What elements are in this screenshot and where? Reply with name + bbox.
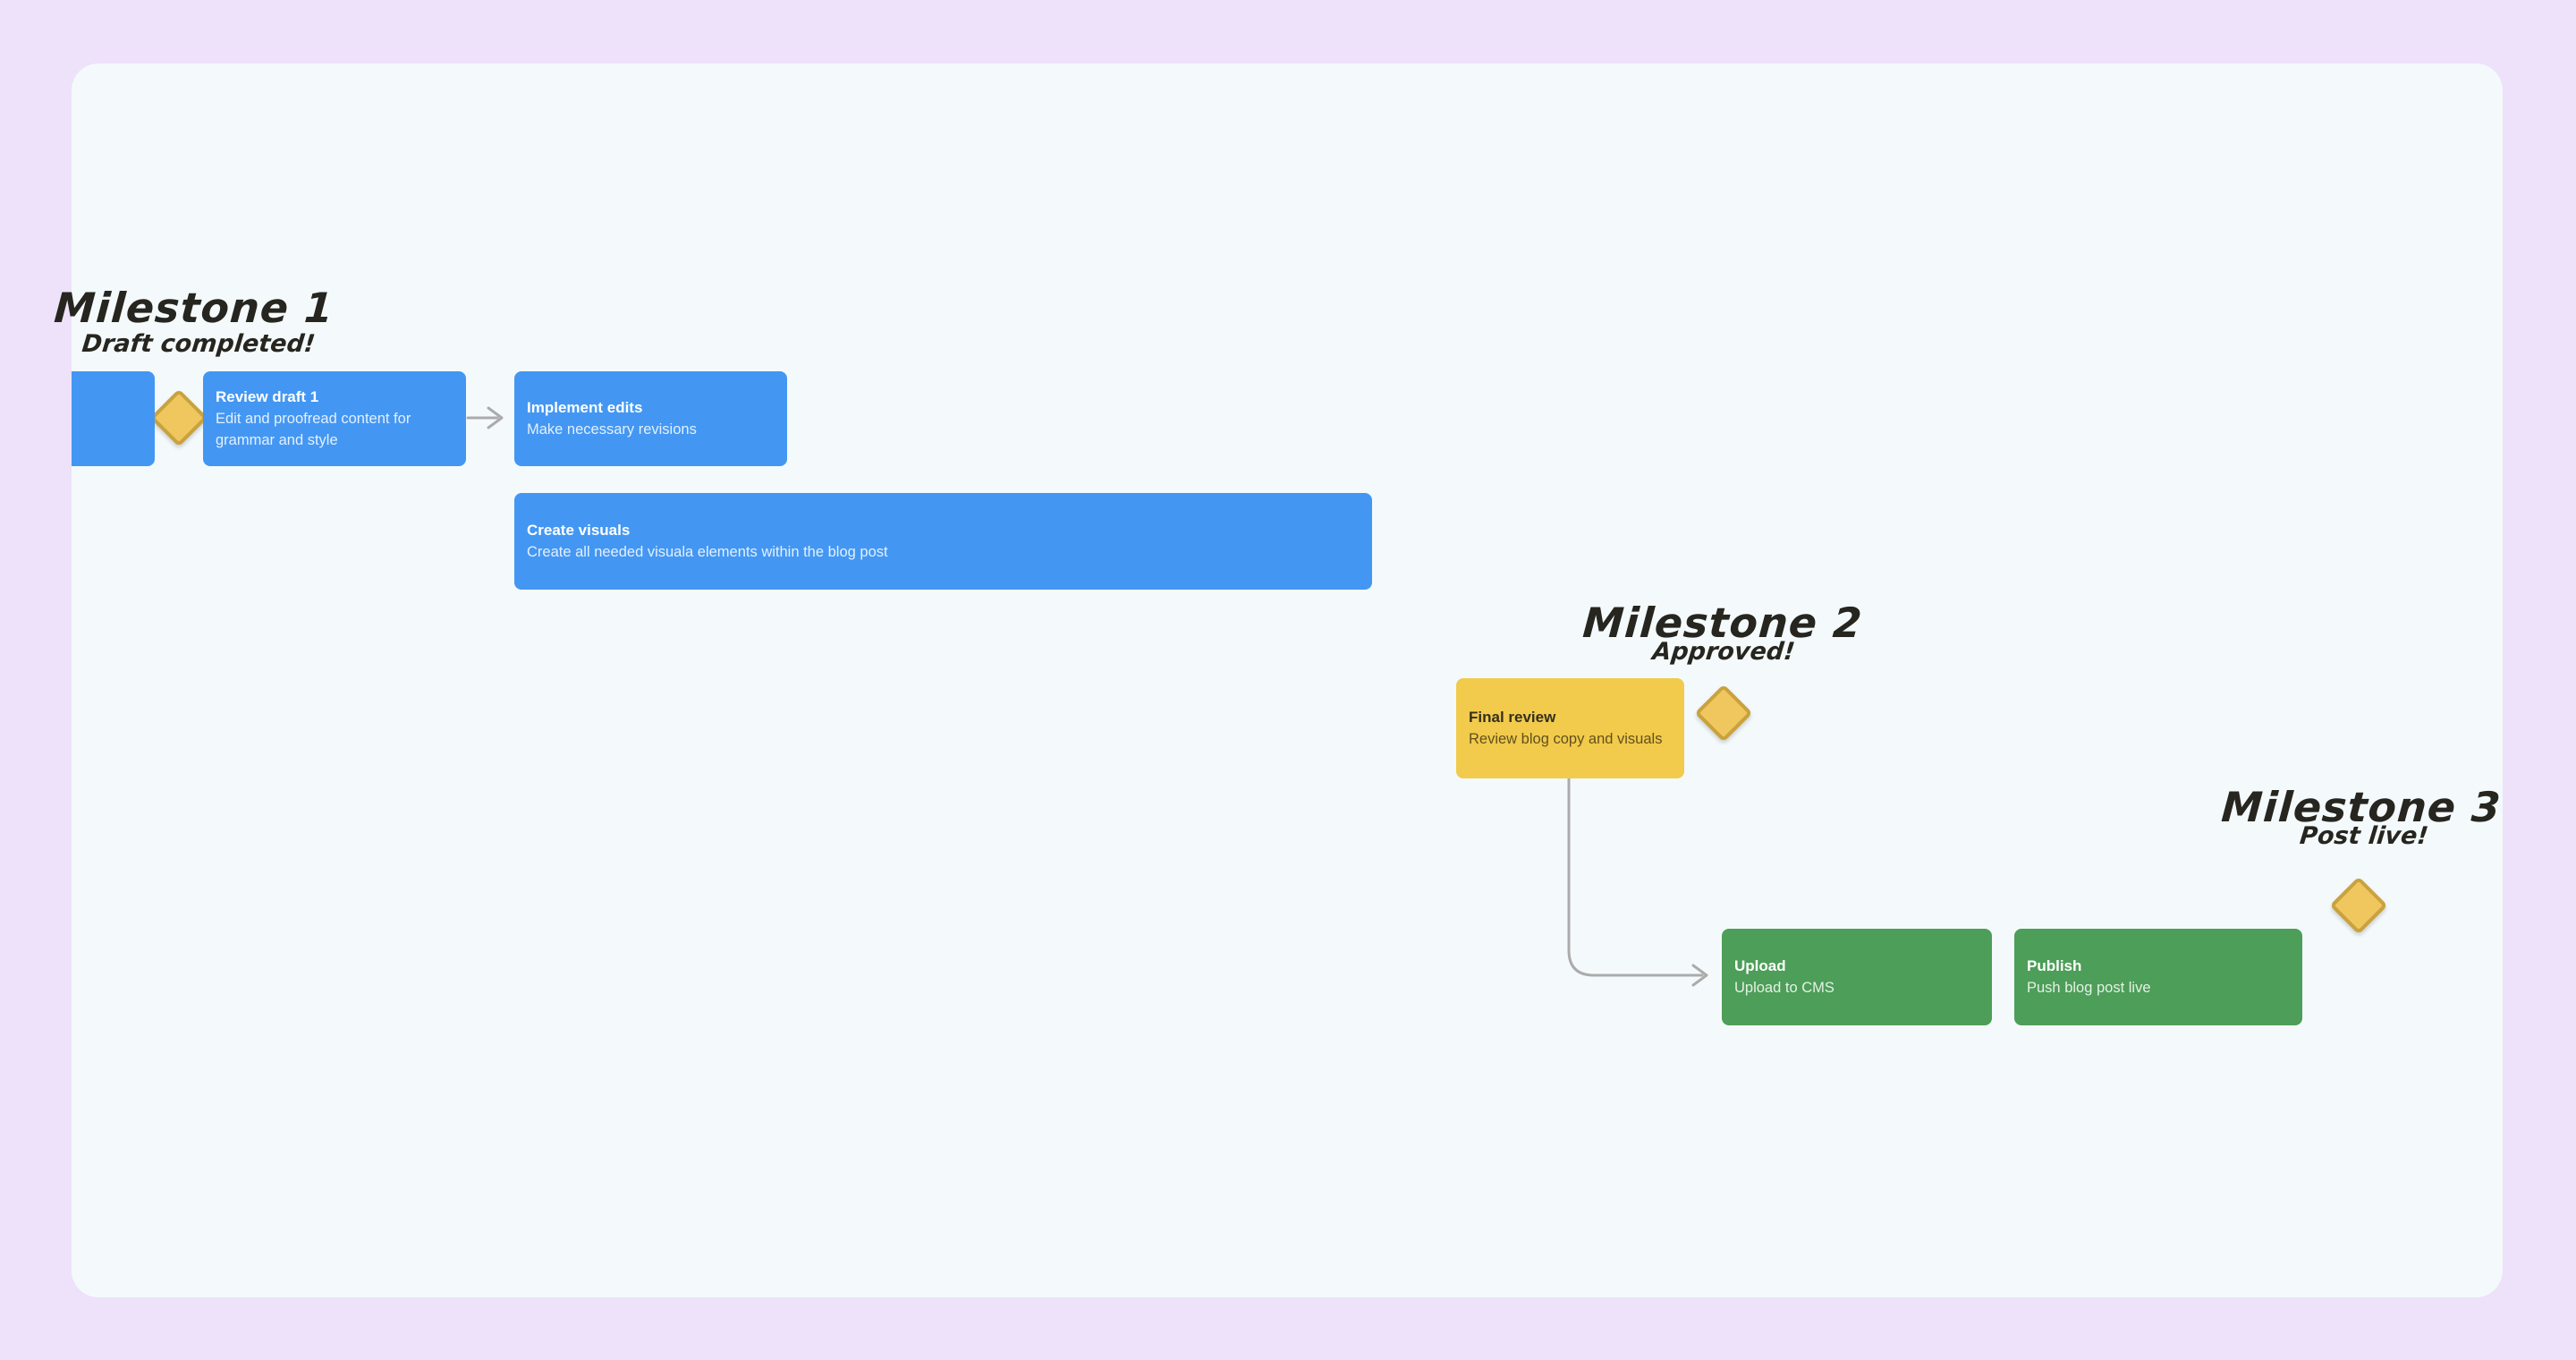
task-card-publish[interactable]: Publish Push blog post live: [2014, 929, 2302, 1025]
task-title: Publish: [2027, 957, 2082, 974]
task-description: Push blog post live: [2027, 980, 2151, 996]
task-description: Upload to CMS: [1734, 980, 1835, 996]
task-title: Upload: [1734, 957, 1786, 974]
board-canvas[interactable]: [72, 64, 2503, 1297]
task-description: Make necessary revisions: [527, 421, 697, 438]
milestone-1-title[interactable]: Milestone 1: [52, 284, 336, 332]
milestone-2-subtitle[interactable]: Approved!: [1650, 638, 1797, 666]
milestone-3-subtitle[interactable]: Post live!: [2298, 822, 2430, 850]
task-card-review-draft[interactable]: Review draft 1 Edit and proofread conten…: [203, 371, 466, 466]
task-card-clipped[interactable]: [72, 371, 155, 466]
task-card-final-review[interactable]: Final review Review blog copy and visual…: [1456, 678, 1684, 778]
task-card-upload[interactable]: Upload Upload to CMS: [1722, 929, 1992, 1025]
milestone-1-subtitle[interactable]: Draft completed!: [80, 330, 317, 358]
task-description: Create all needed visuala elements withi…: [527, 544, 888, 560]
task-card-create-visuals[interactable]: Create visuals Create all needed visuala…: [514, 493, 1372, 590]
task-card-implement-edits[interactable]: Implement edits Make necessary revisions: [514, 371, 787, 466]
task-title: Implement edits: [527, 399, 643, 416]
task-description: Review blog copy and visuals: [1469, 731, 1663, 747]
task-description: Edit and proofread content for grammar a…: [216, 411, 411, 448]
task-title: Review draft 1: [216, 388, 319, 405]
task-title: Create visuals: [527, 522, 631, 539]
task-title: Final review: [1469, 709, 1556, 726]
